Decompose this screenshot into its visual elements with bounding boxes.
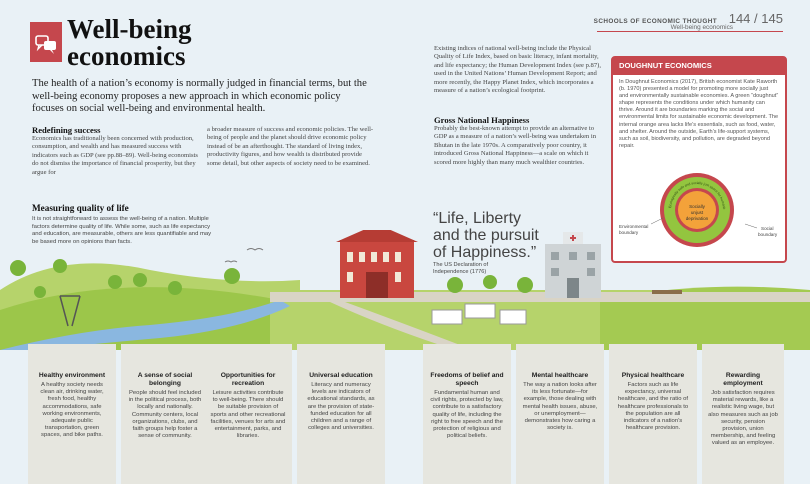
intro-paragraph: The health of a nation’s economy is norm… [32, 78, 367, 114]
quote-source-1: The US Declaration of [433, 262, 489, 268]
town-illustration [0, 230, 810, 350]
title-line-2: economics [67, 41, 186, 71]
section-header: SCHOOLS OF ECONOMIC THOUGHT 144 / 145 We… [594, 10, 783, 31]
quote-line-1: “Life, Liberty [433, 210, 522, 227]
column-title: Physical healthcare [621, 372, 685, 379]
social-boundary-1: Social [761, 226, 774, 231]
page-title: Well-being economics [67, 16, 192, 70]
gnh-heading: Gross National Happiness [434, 115, 530, 125]
column-mental-healthcare: Mental healthcare The way a nation looks… [516, 344, 604, 484]
social-boundary-2: boundary [758, 232, 778, 237]
column-text: Fundamental human and civil rights, prot… [430, 390, 504, 440]
redefining-text-2: a broader measure of success and economi… [207, 126, 374, 167]
column-freedoms: Freedoms of belief and speech Fundamenta… [423, 344, 511, 484]
column-text: Literacy and numeracy levels are indicat… [307, 382, 375, 432]
center-text-1: Socially [689, 204, 706, 209]
redefining-text-1: Economics has traditionally been concern… [32, 135, 198, 176]
column-physical-healthcare: Physical healthcare Factors such as life… [609, 344, 697, 484]
column-education: Universal education Literacy and numerac… [297, 344, 385, 484]
quote-line-2: and the pursuit [433, 227, 539, 244]
quote-source: The US Declaration of Independence (1776… [433, 262, 488, 275]
column-text: A healthy society needs clean air, drink… [40, 382, 104, 439]
page-left: 144 [728, 11, 751, 26]
center-text-3: deprivation [686, 216, 709, 221]
column-title: Opportunities for recreation [220, 372, 276, 387]
column-healthy-environment: Healthy environment A healthy society ne… [28, 344, 116, 484]
env-boundary-1: Environmental [619, 224, 648, 229]
page-right: 145 [761, 11, 783, 26]
column-text: The way a nation looks after its less fo… [522, 382, 598, 432]
page-separator: / [754, 11, 758, 26]
section-subtitle: Well-being economics [670, 24, 733, 31]
speech-bubbles-icon [30, 22, 62, 62]
env-boundary-2: boundary [619, 230, 639, 235]
quote: “Life, Liberty and the pursuit of Happin… [433, 210, 539, 261]
measuring-text: It is not straightforward to assess the … [32, 216, 212, 245]
column-title: Freedoms of belief and speech [430, 372, 504, 387]
column-recreation: Opportunities for recreation Leisure act… [204, 344, 292, 484]
column-text: Job satisfaction requires material rewar… [708, 390, 778, 447]
indices-text: Existing indices of national well-being … [434, 45, 601, 95]
column-title: Rewarding employment [723, 372, 763, 387]
header-rule [597, 31, 783, 32]
center-text-2: unjust [691, 210, 704, 215]
column-social-belonging: A sense of social belonging People shoul… [121, 344, 209, 484]
column-title: A sense of social belonging [137, 372, 193, 387]
measuring-heading: Measuring quality of life [32, 203, 129, 213]
redefining-heading: Redefining success [32, 125, 101, 135]
column-title: Healthy environment [38, 372, 106, 379]
doughnut-text: In Doughnut Economics (2017), British ec… [619, 79, 779, 149]
quote-source-2: Independence (1776) [433, 268, 487, 275]
quote-line-3: of Happiness.” [433, 244, 537, 261]
column-text: Leisure activities contribute to well-be… [210, 390, 286, 440]
column-text: People should feel included in the polit… [128, 390, 202, 440]
gnh-text: Probably the best-known attempt to provi… [434, 125, 596, 166]
title-line-1: Well-being [67, 14, 192, 44]
doughnut-diagram: Socially unjust deprivation Ecologically… [613, 168, 778, 247]
section-name: SCHOOLS OF ECONOMIC THOUGHT [593, 18, 718, 25]
doughnut-panel: DOUGHNUT ECONOMICS In Doughnut Economics… [611, 56, 787, 263]
page-numbers: 144 / 145 [721, 11, 783, 26]
doughnut-title: DOUGHNUT ECONOMICS [613, 58, 785, 75]
column-title: Universal education [309, 372, 373, 379]
column-title: Mental healthcare [531, 372, 589, 379]
column-employment: Rewarding employment Job satisfaction re… [702, 344, 784, 484]
column-text: Factors such as life expectancy, univers… [617, 382, 689, 432]
